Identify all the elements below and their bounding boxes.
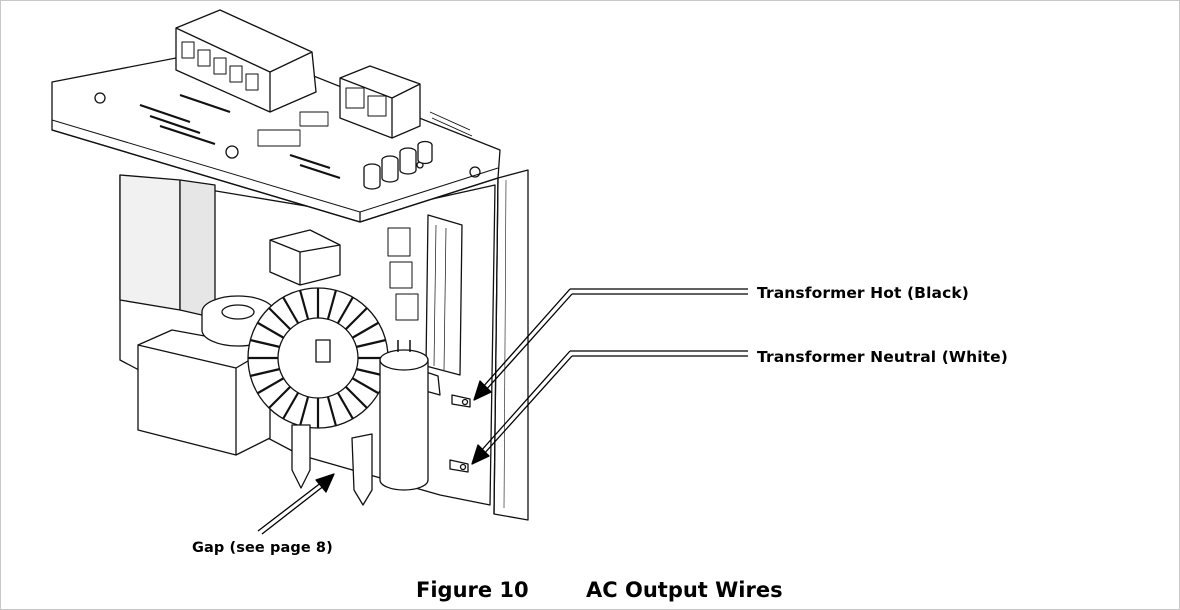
figure-title: AC Output Wires: [586, 578, 783, 602]
gap-label: Gap (see page 8): [192, 540, 333, 556]
toroid-coil: [247, 287, 389, 429]
rj-jacks: [339, 65, 421, 139]
hot-terminal: [451, 394, 471, 408]
transformer-box: [137, 329, 271, 456]
arrow-neutral: [471, 350, 748, 465]
relay-block: [269, 229, 341, 286]
neutral-terminal: [449, 459, 469, 473]
mounting-tabs: [291, 424, 373, 506]
arrow-gap: [257, 473, 335, 535]
figure-number: Figure 10: [416, 578, 529, 602]
transformer-neutral-label: Transformer Neutral (White): [757, 348, 1008, 366]
small-toroid: [201, 295, 275, 347]
transformer-hot-label: Transformer Hot (Black): [757, 284, 969, 302]
mounting-plate: [493, 169, 529, 521]
resistor-bank: [387, 227, 419, 321]
arrow-hot: [473, 288, 748, 401]
filter-capacitor: [379, 340, 429, 491]
terminal-block: [175, 9, 317, 113]
